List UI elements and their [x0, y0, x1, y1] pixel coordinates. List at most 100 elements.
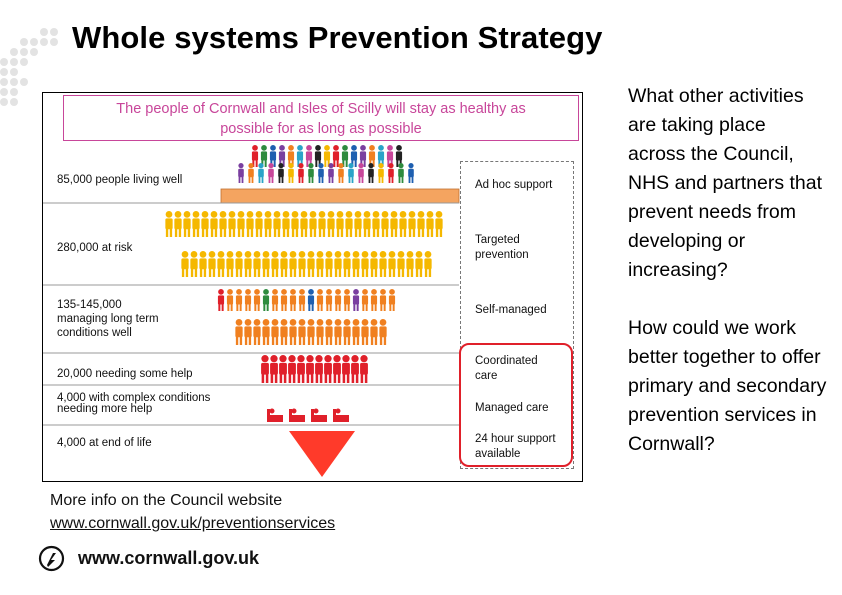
- person-icon: [368, 163, 374, 183]
- footer: www.cornwall.gov.uk: [38, 545, 259, 572]
- motto-line: possible for as long as possible: [220, 121, 422, 137]
- motto-line: The people of Cornwall and Isles of Scil…: [116, 101, 526, 117]
- person-icon: [327, 211, 335, 237]
- person-icon: [399, 211, 407, 237]
- bed-icon-head: [335, 408, 341, 414]
- person-icon: [181, 251, 189, 277]
- person-icon: [307, 289, 315, 311]
- person-icon: [323, 145, 331, 167]
- person-icon: [298, 289, 306, 311]
- person-icon: [300, 211, 308, 237]
- person-icon: [228, 211, 236, 237]
- person-icon: [289, 251, 297, 277]
- person-icon: [397, 251, 405, 277]
- bed-icon-post: [267, 409, 270, 422]
- support-label-managed-care: Managed care: [475, 401, 549, 416]
- person-icon: [238, 163, 244, 183]
- support-label-self-managed: Self-managed: [475, 303, 547, 318]
- bed-icon-post: [333, 409, 336, 422]
- bed-icon-post: [311, 409, 314, 422]
- person-icon: [324, 355, 332, 383]
- person-icon: [246, 211, 254, 237]
- support-label-ad-hoc: Ad hoc support: [475, 178, 552, 193]
- person-icon: [370, 289, 378, 311]
- support-label-line: Coordinated: [475, 355, 538, 367]
- support-label-line: prevention: [475, 249, 529, 261]
- support-label-line: 24 hour support: [475, 433, 556, 445]
- person-icon: [333, 355, 341, 383]
- person-icon: [279, 355, 287, 383]
- person-icon: [278, 163, 284, 183]
- person-icon: [334, 319, 342, 345]
- person-icon: [262, 251, 270, 277]
- person-icon: [165, 211, 173, 237]
- bed-icon-head: [291, 408, 297, 414]
- person-icon: [361, 251, 369, 277]
- person-icon: [289, 319, 297, 345]
- person-icon: [316, 251, 324, 277]
- band-label-at-risk: 280,000 at risk: [57, 241, 132, 255]
- person-icon: [343, 319, 351, 345]
- prevention-services-link[interactable]: www.cornwall.gov.uk/preventionservices: [50, 515, 336, 532]
- band-label-line: 135-145,000: [57, 299, 122, 311]
- person-icon: [336, 211, 344, 237]
- person-icon: [298, 163, 304, 183]
- person-icon: [271, 289, 279, 311]
- support-label-line: care: [475, 370, 498, 382]
- person-icon: [262, 289, 270, 311]
- person-icon: [341, 145, 349, 167]
- band-label-line: 20,000 needing some help: [57, 368, 193, 380]
- prevention-pyramid-diagram: The people of Cornwall and Isles of Scil…: [42, 92, 583, 482]
- bed-icon: [333, 415, 349, 422]
- person-icon: [316, 319, 324, 345]
- bed-icon-head: [313, 408, 319, 414]
- support-label-line: Targeted: [475, 234, 520, 246]
- person-icon: [280, 319, 288, 345]
- person-icon: [361, 289, 369, 311]
- person-icon: [288, 163, 294, 183]
- person-icon: [192, 211, 200, 237]
- person-icon: [307, 251, 315, 277]
- person-icon: [253, 289, 261, 311]
- person-icon: [354, 211, 362, 237]
- band-label-some-help: 20,000 needing some help: [57, 367, 193, 381]
- person-icon: [271, 319, 279, 345]
- support-label-line: Ad hoc support: [475, 179, 553, 191]
- person-icon: [363, 211, 371, 237]
- person-icon: [260, 145, 268, 167]
- support-label-line: available: [475, 448, 521, 460]
- person-icon: [219, 211, 227, 237]
- person-icon: [358, 163, 364, 183]
- person-icon: [248, 163, 254, 183]
- person-icon: [268, 163, 274, 183]
- support-label-line: Managed care: [475, 402, 549, 414]
- living-well-bar: [220, 188, 460, 204]
- person-icon: [273, 211, 281, 237]
- person-icon: [217, 251, 225, 277]
- person-icon: [298, 319, 306, 345]
- person-icon: [379, 289, 387, 311]
- question-panel: What other activities are taking place a…: [628, 82, 828, 488]
- person-icon: [289, 289, 297, 311]
- bed-icon-head: [269, 408, 275, 414]
- person-icon: [271, 251, 279, 277]
- person-icon: [325, 251, 333, 277]
- band-label-line: 4,000 at end of life: [57, 437, 152, 449]
- person-icon: [334, 251, 342, 277]
- person-icon: [174, 211, 182, 237]
- person-icon: [388, 163, 394, 183]
- coordinated-care-highlight: [459, 343, 573, 467]
- question-other-activities: What other activities are taking place a…: [628, 85, 823, 281]
- person-icon: [288, 355, 296, 383]
- person-icon: [435, 211, 443, 237]
- bed-icon-post: [289, 409, 292, 422]
- person-icon: [244, 251, 252, 277]
- bed-icon: [289, 415, 305, 422]
- person-icon: [287, 145, 295, 167]
- person-icon: [318, 211, 326, 237]
- person-icon: [253, 251, 261, 277]
- person-icon: [379, 319, 387, 345]
- person-icon: [253, 319, 261, 345]
- person-icon: [282, 211, 290, 237]
- person-icon: [398, 163, 404, 183]
